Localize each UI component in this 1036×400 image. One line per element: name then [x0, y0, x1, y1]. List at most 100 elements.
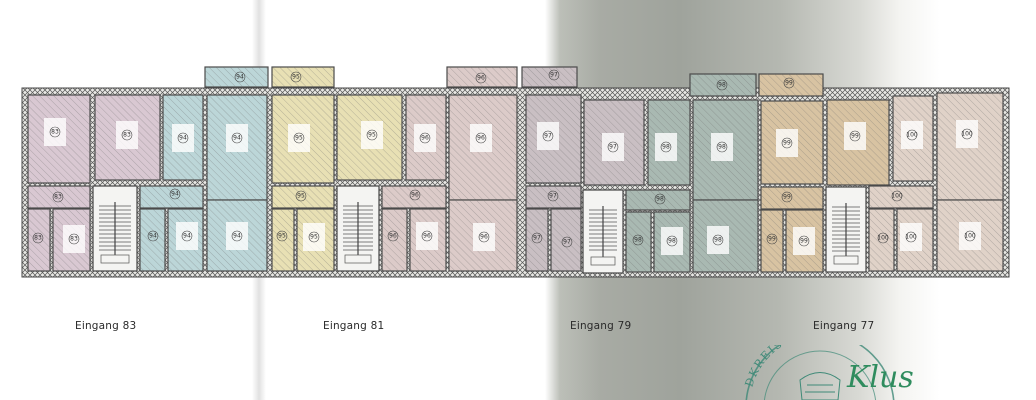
unit-marker-icon — [475, 72, 487, 84]
unit-marker-icon — [849, 130, 861, 142]
room-unit-98: 98 — [647, 99, 691, 186]
unit-marker-icon — [607, 141, 619, 153]
unit-marker-icon — [798, 235, 810, 247]
unit-number: 94 — [233, 135, 241, 142]
unit-marker-icon — [32, 232, 44, 244]
unit-marker-icon — [531, 232, 543, 244]
unit-marker-icon — [666, 235, 678, 247]
unit-marker-icon — [654, 193, 666, 205]
unit-number: 99 — [800, 238, 808, 245]
unit-number: 95 — [297, 193, 305, 200]
entrance-label-79: Eingang 79 — [570, 320, 632, 332]
room-unit-83: 83 — [94, 94, 161, 181]
room-unit-96: 96 — [448, 94, 518, 201]
room-unit-100: 100 — [936, 199, 1004, 272]
unit-marker-icon — [49, 126, 61, 138]
entrance-label-81: Eingang 81 — [323, 320, 385, 332]
room-unit-98: 98 — [625, 189, 691, 211]
unit-number: 100 — [961, 131, 973, 138]
room-unit-98: 98 — [625, 211, 652, 273]
unit-number: 83 — [54, 194, 62, 201]
room-unit-100: 100 — [896, 208, 934, 272]
unit-number: 97 — [563, 239, 571, 246]
room-unit-96: 96 — [409, 208, 447, 272]
room-unit-97: 97 — [583, 99, 645, 186]
unit-marker-icon — [561, 236, 573, 248]
unit-marker-icon — [308, 231, 320, 243]
unit-number: 100 — [891, 193, 903, 200]
unit-number: 97 — [533, 235, 541, 242]
unit-number: 83 — [70, 236, 78, 243]
unit-marker-icon — [177, 132, 189, 144]
unit-marker-icon — [547, 190, 559, 202]
unit-number: 100 — [906, 132, 918, 139]
unit-marker-icon — [475, 132, 487, 144]
unit-number: 94 — [183, 233, 191, 240]
room-unit-94: 94 — [167, 208, 204, 272]
unit-marker-icon — [548, 69, 560, 81]
unit-number: 97 — [609, 144, 617, 151]
unit-number: 94 — [179, 135, 187, 142]
unit-marker-icon — [366, 129, 378, 141]
unit-marker-icon — [716, 79, 728, 91]
unit-number: 98 — [662, 144, 670, 151]
unit-marker-icon — [169, 188, 181, 200]
stamp-text: DKREIS SAALKRE — [743, 345, 856, 389]
unit-marker-icon — [295, 190, 307, 202]
room-unit-100: 100 — [868, 208, 895, 272]
unit-marker-icon — [905, 231, 917, 243]
unit-marker-icon — [231, 132, 243, 144]
room-unit-96: 96 — [381, 185, 447, 209]
room-unit-83: 83 — [27, 94, 91, 184]
unit-number: 95 — [292, 74, 300, 81]
room-unit-97: 97 — [525, 208, 549, 272]
unit-marker-icon — [542, 130, 554, 142]
entrance-label-77: Eingang 77 — [813, 320, 875, 332]
unit-marker-icon — [68, 233, 80, 245]
room-unit-95: 95 — [271, 66, 335, 88]
unit-number: 98 — [668, 238, 676, 245]
room-unit-99: 99 — [785, 209, 824, 273]
unit-number: 95 — [295, 135, 303, 142]
unit-number: 94 — [236, 74, 244, 81]
unit-marker-icon — [781, 137, 793, 149]
unit-number: 83 — [34, 235, 42, 242]
room-unit-83: 83 — [27, 208, 51, 272]
room-unit-94: 94 — [139, 208, 166, 272]
room-unit-98: 98 — [689, 73, 757, 97]
unit-number: 98 — [634, 237, 642, 244]
unit-marker-icon — [961, 128, 973, 140]
unit-marker-icon — [387, 230, 399, 242]
room-unit-99: 99 — [760, 209, 784, 273]
unit-marker-icon — [783, 77, 795, 89]
room-unit-97: 97 — [525, 185, 582, 209]
unit-marker-icon — [419, 132, 431, 144]
unit-number: 100 — [905, 234, 917, 241]
unit-number: 95 — [278, 233, 286, 240]
entrance-label-83: Eingang 83 — [75, 320, 137, 332]
unit-number: 98 — [718, 144, 726, 151]
unit-marker-icon — [632, 234, 644, 246]
unit-marker-icon — [290, 71, 302, 83]
stairwell — [92, 185, 138, 272]
stairwell — [825, 186, 867, 273]
unit-marker-icon — [409, 189, 421, 201]
unit-marker-icon — [147, 230, 159, 242]
room-unit-97: 97 — [550, 208, 582, 272]
unit-number: 98 — [714, 237, 722, 244]
room-unit-99: 99 — [760, 100, 824, 185]
room-unit-99: 99 — [758, 73, 824, 97]
unit-number: 99 — [851, 133, 859, 140]
room-unit-94: 94 — [206, 94, 268, 201]
unit-number: 97 — [550, 72, 558, 79]
room-unit-95: 95 — [271, 208, 295, 272]
unit-marker-icon — [234, 71, 246, 83]
room-unit-98: 98 — [692, 99, 759, 201]
unit-marker-icon — [181, 230, 193, 242]
room-unit-97: 97 — [525, 94, 582, 184]
unit-number: 97 — [544, 133, 552, 140]
room-unit-95: 95 — [296, 208, 335, 272]
unit-marker-icon — [276, 230, 288, 242]
